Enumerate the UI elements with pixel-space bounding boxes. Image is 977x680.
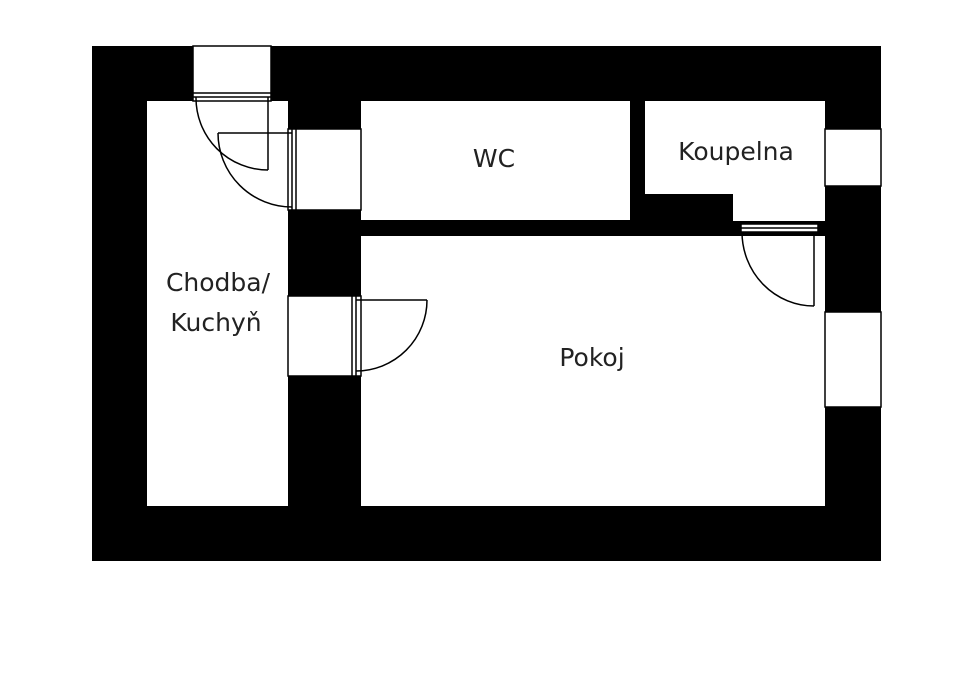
label-living-room: Pokoj <box>559 343 624 372</box>
room-living <box>361 236 825 506</box>
door-wc <box>217 129 297 210</box>
doorway-living <box>287 295 362 377</box>
window-right-upper <box>824 128 882 187</box>
label-bathroom: Koupelna <box>678 137 794 166</box>
label-hallway-line2: Kuchyň <box>170 308 261 337</box>
label-hallway-line1: Chodba/ <box>166 268 271 297</box>
window-top <box>192 45 272 102</box>
door-bathroom <box>740 223 819 307</box>
door-living <box>351 296 428 376</box>
label-wc: WC <box>473 144 515 173</box>
room-hallway-kitchen <box>147 101 288 506</box>
room-bathroom <box>645 101 825 221</box>
doorway-wc <box>287 128 362 211</box>
window-right-lower <box>824 311 882 408</box>
room-wc <box>361 101 630 220</box>
